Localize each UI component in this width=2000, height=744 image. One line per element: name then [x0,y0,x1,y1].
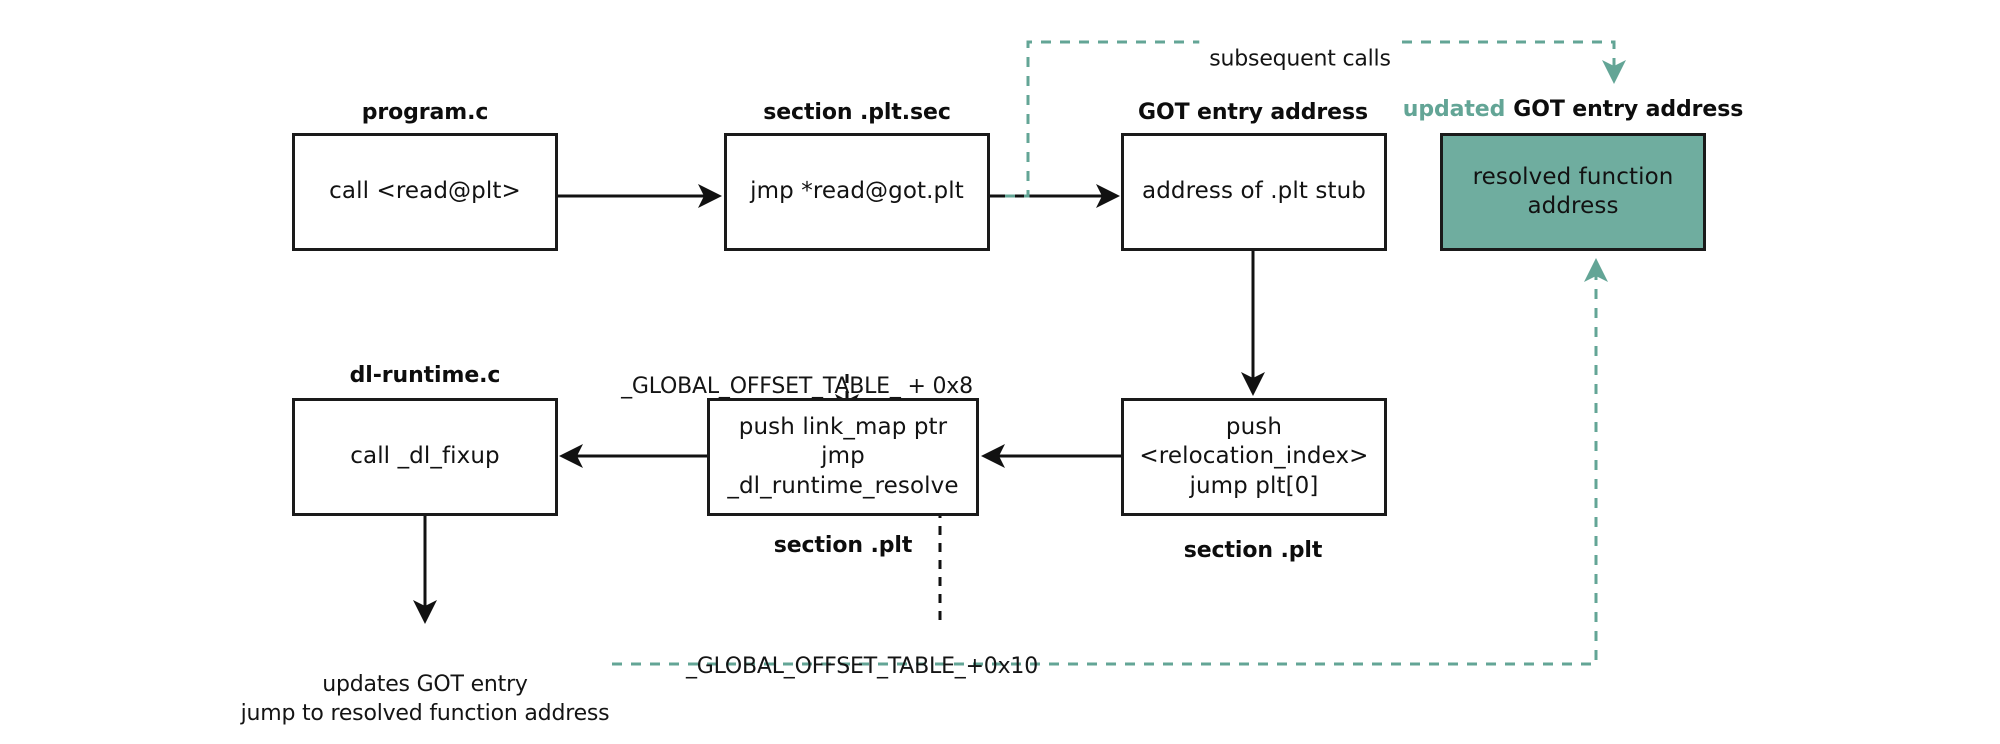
program-c-box[interactable]: call <read@plt> [292,133,558,251]
got-entry-box-text: address of .plt stub [1142,178,1366,205]
label-updates-got-entry: updates GOT entry jump to resolved funct… [241,640,610,729]
label-got-plus-10: _GLOBAL_OFFSET_TABLE_+0x10 [686,622,1038,681]
caption-dl-runtime-c: dl-runtime.c [350,363,501,388]
program-c-box-text: call <read@plt> [329,178,521,205]
plt-sec-box-text: jmp *read@got.plt [750,178,964,205]
plt-sec-box[interactable]: jmp *read@got.plt [724,133,990,251]
label-got-plus-8-text: _GLOBAL_OFFSET_TABLE_ + 0x8 [621,373,973,399]
caption-program-c-label: program.c [361,100,489,125]
push-linkmap-box[interactable]: push link_map ptr jmp _dl_runtime_resolv… [707,398,979,516]
push-linkmap-box-text: push link_map ptr jmp _dl_runtime_resolv… [727,413,959,499]
label-updates-got-entry-text: updates GOT entry jump to resolved funct… [240,671,610,727]
label-got-plus-8: _GLOBAL_OFFSET_TABLE_ + 0x8 [621,342,973,401]
updated-got-entry-box[interactable]: resolved function address [1440,133,1706,251]
caption-updated-got-entry-address: updated GOT entry address [1402,97,1744,122]
dl-runtime-box[interactable]: call _dl_fixup [292,398,558,516]
caption-section-plt-left-label: section .plt [773,533,913,558]
caption-got-entry-address: GOT entry address [1138,100,1368,125]
label-subsequent-calls-text: subsequent calls [1209,46,1391,71]
caption-section-plt-right: section .plt [1184,538,1323,563]
got-entry-box[interactable]: address of .plt stub [1121,133,1387,251]
caption-section-plt-right-label: section .plt [1183,538,1323,563]
label-got-plus-10-text: _GLOBAL_OFFSET_TABLE_+0x10 [685,653,1039,679]
caption-program-c: program.c [362,100,489,125]
updated-got-entry-box-text: resolved function address [1472,163,1674,219]
caption-section-plt-sec: section .plt.sec [763,100,951,125]
label-subsequent-calls: subsequent calls [1199,14,1401,74]
dl-runtime-box-text: call _dl_fixup [350,443,500,470]
caption-updated-got-entry-label: GOT entry address [1513,97,1744,122]
caption-dl-runtime-c-label: dl-runtime.c [349,363,501,388]
push-reloc-box-text: push <relocation_index> jump plt[0] [1139,413,1369,499]
caption-updated-prefix: updated [1402,97,1506,122]
caption-section-plt-sec-label: section .plt.sec [763,100,951,125]
caption-section-plt-left: section .plt [774,533,913,558]
push-reloc-box[interactable]: push <relocation_index> jump plt[0] [1121,398,1387,516]
caption-got-entry-address-label: GOT entry address [1138,100,1368,125]
